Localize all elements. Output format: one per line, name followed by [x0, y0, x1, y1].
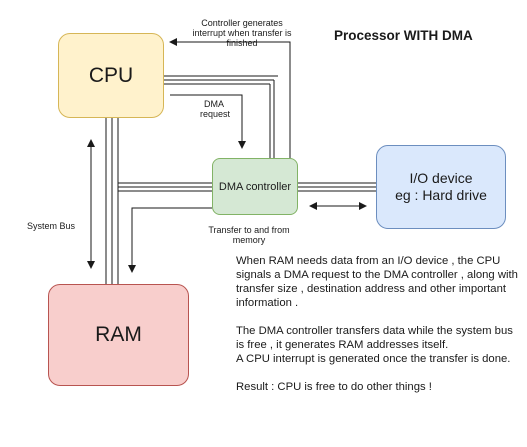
system-bus-label: System Bus [27, 221, 76, 231]
transfer-label: Transfer to and from memory [208, 225, 290, 245]
system-bus-vertical [105, 118, 119, 284]
io-device-box: I/O device eg : Hard drive [376, 145, 506, 229]
system-bus-to-dma [118, 182, 212, 192]
dma-to-io-bus [298, 182, 376, 192]
cpu-box: CPU [58, 33, 164, 118]
cpu-dma-link [164, 75, 278, 158]
dma-controller-box: DMA controller [212, 158, 298, 215]
transfer-arrow [128, 207, 212, 273]
dma-request-label: DMA request [200, 99, 231, 119]
dma-request-arrow [170, 94, 246, 149]
interrupt-arrow [169, 38, 291, 158]
description-text: When RAM needs data from an I/O device ,… [236, 254, 521, 394]
interrupt-label: Controller generates interrupt when tran… [192, 18, 292, 48]
description-paragraph-1: When RAM needs data from an I/O device ,… [236, 255, 518, 309]
ram-box: RAM [48, 284, 189, 386]
description-result: Result : CPU is free to do other things … [236, 381, 432, 393]
diagram-title: Processor WITH DMA [334, 28, 473, 43]
description-paragraph-2: The DMA controller transfers data while … [236, 325, 513, 365]
